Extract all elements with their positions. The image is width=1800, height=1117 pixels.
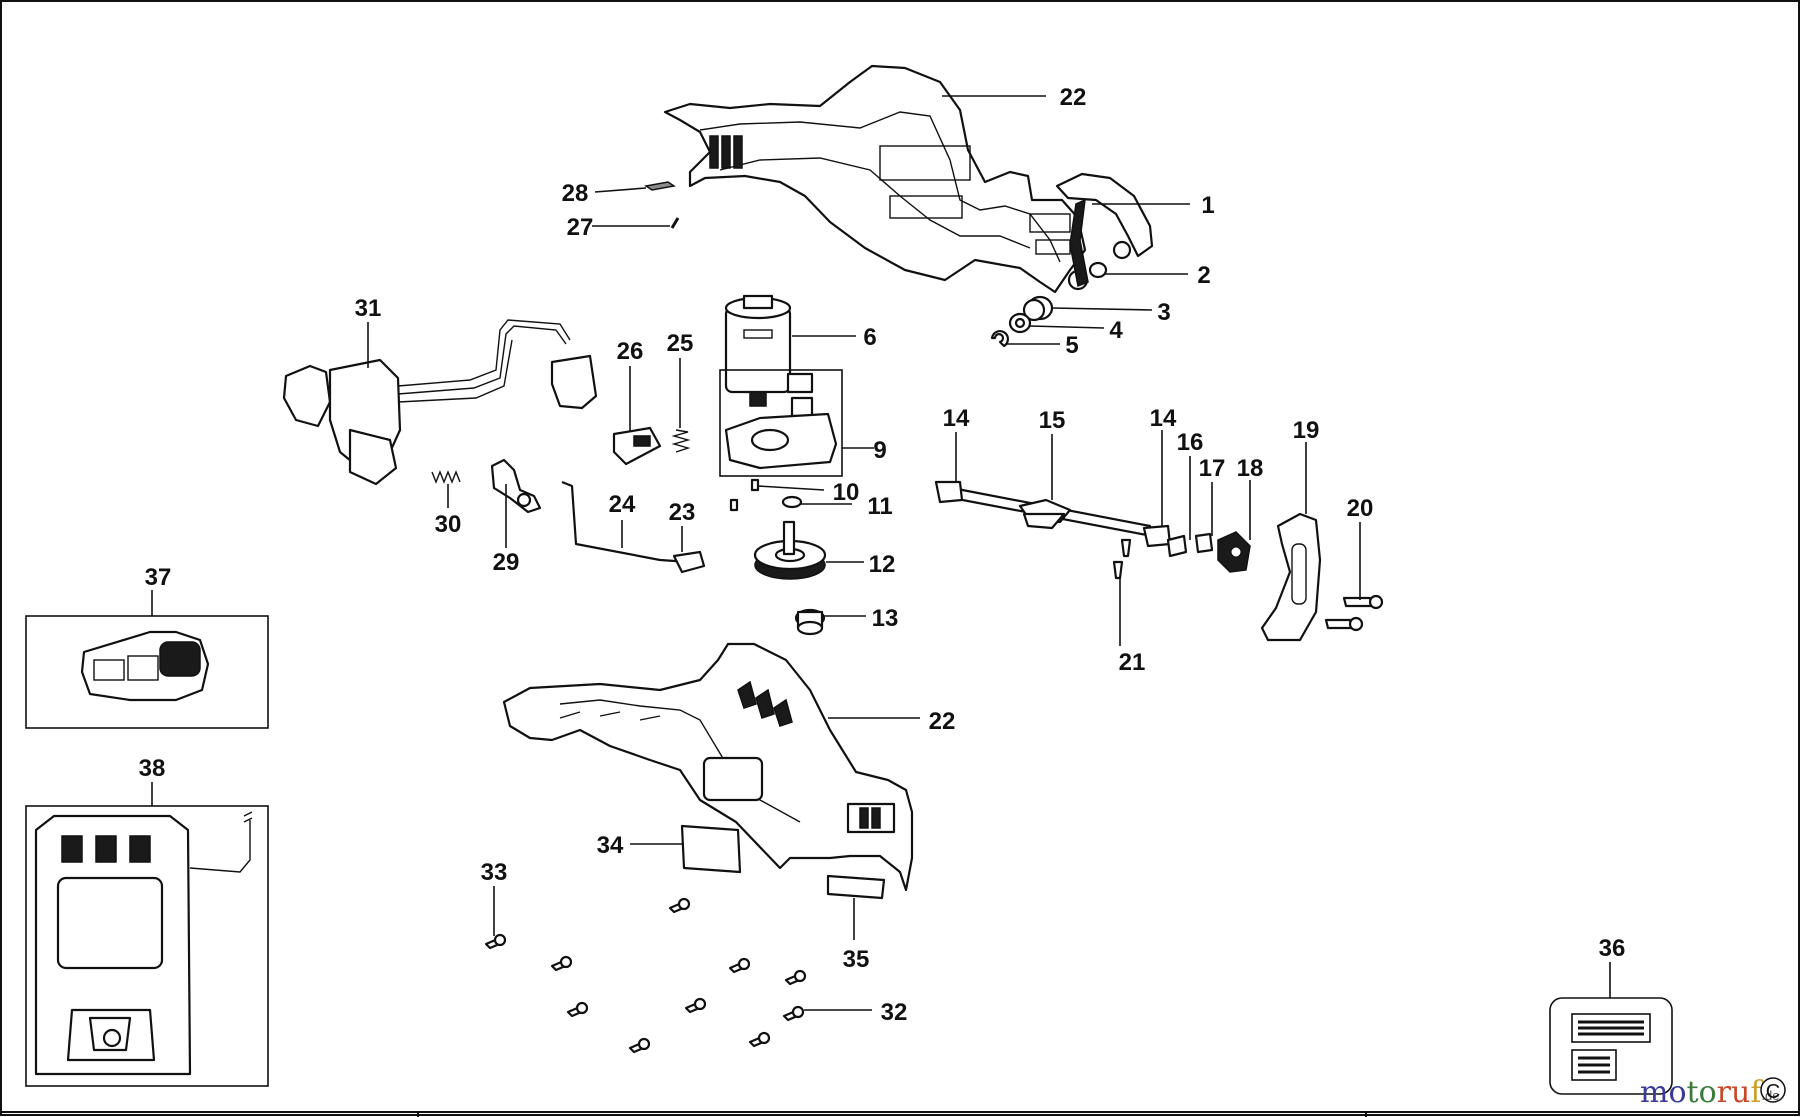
shoe-19 — [1260, 512, 1322, 642]
callout-17: 17 — [1199, 455, 1226, 482]
switch-assembly — [282, 319, 598, 486]
callout-30: 30 — [435, 511, 462, 538]
label-36 — [1549, 997, 1673, 1095]
callout-18: 18 — [1237, 455, 1264, 482]
pin-11 — [781, 495, 803, 509]
e-clip — [990, 330, 1009, 348]
screw-10 — [750, 478, 760, 492]
callout-24: 24 — [609, 491, 636, 518]
callout-9: 9 — [873, 437, 886, 464]
callout-21: 21 — [1119, 649, 1146, 676]
label-35 — [826, 874, 886, 900]
lever-23 — [672, 550, 706, 574]
callout-3: 3 — [1157, 299, 1170, 326]
rod-24 — [561, 480, 691, 564]
callout-20: 20 — [1347, 495, 1374, 522]
watermark-text: motoruf.de — [1640, 1075, 1780, 1110]
callout-2: 2 — [1197, 262, 1210, 289]
callout-29: 29 — [493, 549, 520, 576]
corner-glyph: C — [1766, 1081, 1780, 1103]
drive-gear — [753, 520, 827, 580]
leader-lines — [151, 95, 1611, 1011]
housing-half-upper — [663, 64, 1089, 294]
slider-14b — [1142, 524, 1172, 548]
callout-33: 33 — [481, 859, 508, 886]
callout-5: 5 — [1065, 332, 1078, 359]
callout-32: 32 — [881, 999, 908, 1026]
gearbox-kit — [719, 369, 843, 477]
pin-27 — [670, 217, 680, 229]
clamp-18 — [1217, 531, 1251, 573]
callout-10: 10 — [833, 479, 860, 506]
washer — [1008, 312, 1032, 334]
callout-31: 31 — [355, 295, 382, 322]
plate-17 — [1194, 532, 1214, 554]
callout-27: 27 — [567, 214, 594, 241]
callout-23: 23 — [669, 499, 696, 526]
bushing — [1022, 295, 1054, 322]
callout-19: 19 — [1293, 417, 1320, 444]
housing-half-lower — [502, 642, 914, 892]
callout-28: 28 — [562, 180, 589, 207]
screw-10b — [729, 498, 739, 512]
switch-lock-26 — [612, 426, 662, 466]
spring-25 — [671, 429, 691, 453]
screws-21 — [1112, 538, 1132, 580]
spring-30 — [431, 470, 461, 484]
callout-34: 34 — [597, 832, 624, 859]
callout-1: 1 — [1201, 192, 1214, 219]
callout-22-lower: 22 — [929, 708, 956, 735]
housing-screws — [484, 897, 807, 1054]
plate-16 — [1166, 534, 1188, 558]
callout-14-right: 14 — [1150, 405, 1177, 432]
blade-clamp-arc — [1055, 172, 1154, 288]
bolts-20 — [1324, 594, 1384, 632]
clip-28 — [644, 181, 676, 191]
callout-35: 35 — [843, 946, 870, 973]
callout-14-left: 14 — [943, 405, 970, 432]
label-34 — [680, 824, 742, 874]
callout-11: 11 — [867, 493, 892, 520]
callout-36: 36 — [1599, 935, 1626, 962]
slider-14a — [934, 480, 964, 504]
gear-bushing — [794, 608, 826, 636]
trigger-29 — [490, 458, 542, 514]
callout-4: 4 — [1109, 317, 1123, 344]
callout-25: 25 — [667, 330, 694, 357]
watermark-logo: motoruf.de C — [1640, 1075, 1786, 1110]
callout-38: 38 — [139, 755, 166, 782]
charger — [25, 805, 269, 1087]
callout-13: 13 — [872, 605, 899, 632]
callout-6: 6 — [863, 324, 876, 351]
callout-37: 37 — [145, 564, 172, 591]
callout-16: 16 — [1177, 429, 1204, 456]
o-ring — [1088, 261, 1108, 279]
battery-pack — [25, 615, 269, 729]
callout-15: 15 — [1039, 407, 1066, 434]
callout-26: 26 — [617, 338, 644, 365]
motor — [724, 294, 792, 407]
callout-12: 12 — [869, 551, 896, 578]
callout-labels: 22 1 2 3 4 5 6 9 10 11 12 13 14 14 15 16… — [139, 84, 1626, 1026]
callout-22-upper: 22 — [1060, 84, 1087, 111]
